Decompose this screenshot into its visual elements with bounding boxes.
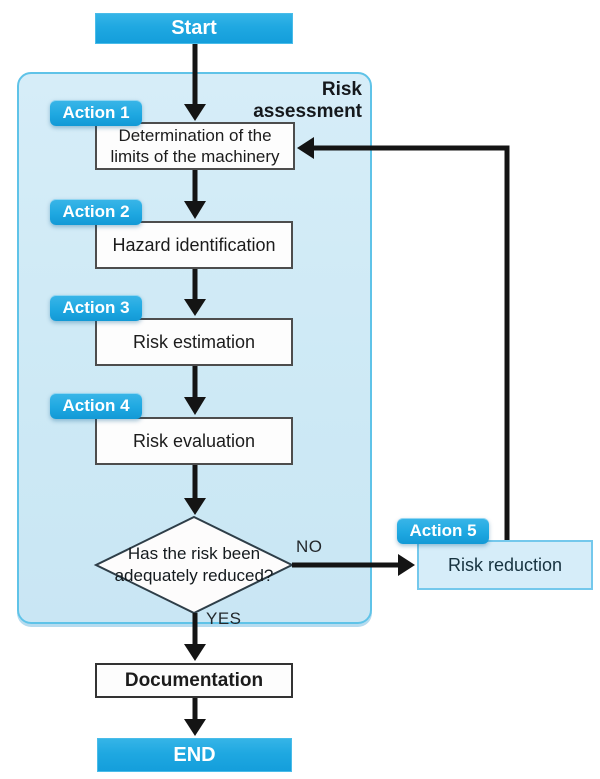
arrow-documentation-to-end bbox=[184, 698, 206, 736]
arrow-decision-no-to-risk-reduction bbox=[292, 554, 415, 576]
action-2-badge: Action 2 bbox=[50, 199, 142, 225]
start-node: Start bbox=[95, 13, 293, 44]
arrow-estimation-to-evaluation bbox=[184, 366, 206, 415]
decision-question-line1: Has the risk been bbox=[127, 544, 261, 563]
arrow-evaluation-to-decision bbox=[184, 465, 206, 515]
decision-question: Has the risk been adequately reduced? bbox=[94, 543, 294, 587]
process-box-documentation: Documentation bbox=[95, 663, 293, 698]
action-4-badge: Action 4 bbox=[50, 393, 142, 419]
process-box-determination-of-limits: Determination of the limits of the machi… bbox=[95, 122, 295, 170]
process-box-hazard-identification: Hazard identification bbox=[95, 221, 293, 269]
end-node: END bbox=[97, 738, 292, 772]
process-box-risk-estimation: Risk estimation bbox=[95, 318, 293, 366]
arrow-decision-yes-to-documentation bbox=[184, 613, 206, 661]
process-box-risk-evaluation: Risk evaluation bbox=[95, 417, 293, 465]
process-box-risk-reduction: Risk reduction bbox=[417, 540, 593, 590]
action-5-badge: Action 5 bbox=[397, 518, 489, 544]
arrow-start-to-determination bbox=[184, 44, 206, 121]
action-3-badge: Action 3 bbox=[50, 295, 142, 321]
decision-question-line2: adequately reduced? bbox=[114, 566, 274, 585]
yes-branch-label: YES bbox=[206, 609, 242, 628]
arrow-hazard-to-estimation bbox=[184, 268, 206, 316]
arrow-determination-to-hazard bbox=[184, 169, 206, 219]
section-title: Risk assessment bbox=[253, 79, 362, 122]
action-1-badge: Action 1 bbox=[50, 100, 142, 126]
arrow-risk-reduction-feedback bbox=[297, 137, 510, 540]
no-branch-label: NO bbox=[296, 537, 323, 556]
